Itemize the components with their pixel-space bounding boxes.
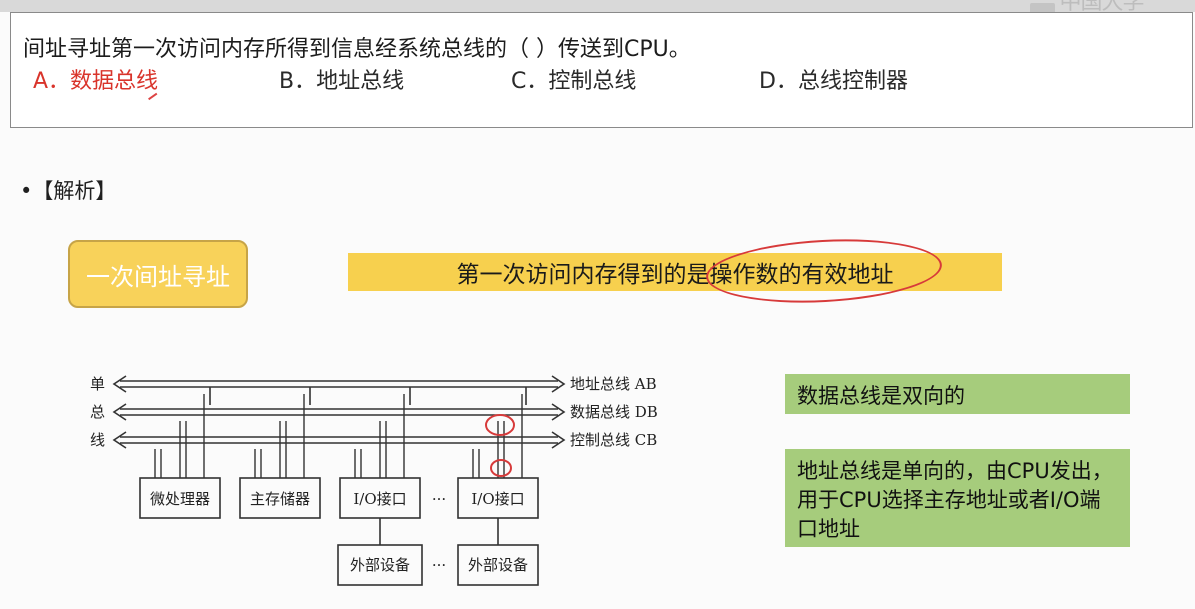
red-mark-annotation bbox=[490, 459, 512, 477]
option-a: A．数据总线 bbox=[33, 69, 159, 94]
note-data-bus: 数据总线是双向的 bbox=[785, 374, 1130, 414]
ellipsis: ··· bbox=[432, 556, 446, 574]
module-label-memory: 主存储器 bbox=[250, 490, 310, 508]
red-mark-annotation bbox=[485, 414, 515, 436]
option-b: B．地址总线 bbox=[279, 69, 405, 94]
module-label-io: I/O接口 bbox=[471, 490, 524, 508]
device-label: 外部设备 bbox=[350, 556, 410, 574]
question-text: 间址寻址第一次访问内存所得到信息经系统总线的（ ）传送到CPU。 bbox=[23, 37, 691, 62]
diagram-left-label: 线 bbox=[90, 431, 105, 449]
option-d: D．总线控制器 bbox=[759, 69, 908, 94]
top-band bbox=[0, 0, 1195, 12]
module-label-io: I/O接口 bbox=[353, 490, 406, 508]
control-bus bbox=[112, 431, 566, 449]
address-bus bbox=[112, 375, 566, 393]
concept-box: 一次间址寻址 bbox=[68, 240, 248, 308]
note-address-bus: 地址总线是单向的，由CPU发出，用于CPU选择主存地址或者I/O端口地址 bbox=[785, 449, 1130, 547]
red-circle-annotation bbox=[704, 233, 944, 309]
option-c: C．控制总线 bbox=[511, 69, 637, 94]
diagram-left-label: 单 bbox=[90, 375, 105, 393]
diagram-left-label: 总 bbox=[90, 403, 105, 421]
module-label-cpu: 微处理器 bbox=[150, 490, 210, 508]
explanation-bar: 第一次访问内存得到的是操作数的有效地址 bbox=[348, 253, 1002, 291]
bus-label-data: 数据总线 DB bbox=[570, 403, 658, 421]
ellipsis: ··· bbox=[432, 490, 446, 508]
analysis-heading: •【解析】 bbox=[20, 179, 117, 203]
data-bus bbox=[112, 403, 566, 421]
question-box: 间址寻址第一次访问内存所得到信息经系统总线的（ ）传送到CPU。 A．数据总线 … bbox=[10, 12, 1193, 128]
bus-label-control: 控制总线 CB bbox=[570, 431, 657, 449]
device-label: 外部设备 bbox=[468, 556, 528, 574]
bus-diagram: 单 总 线 地址总线 AB 数据总线 DB 控制总线 CB 微处理器 主存储器 … bbox=[90, 375, 658, 586]
bus-label-address: 地址总线 AB bbox=[570, 375, 657, 393]
